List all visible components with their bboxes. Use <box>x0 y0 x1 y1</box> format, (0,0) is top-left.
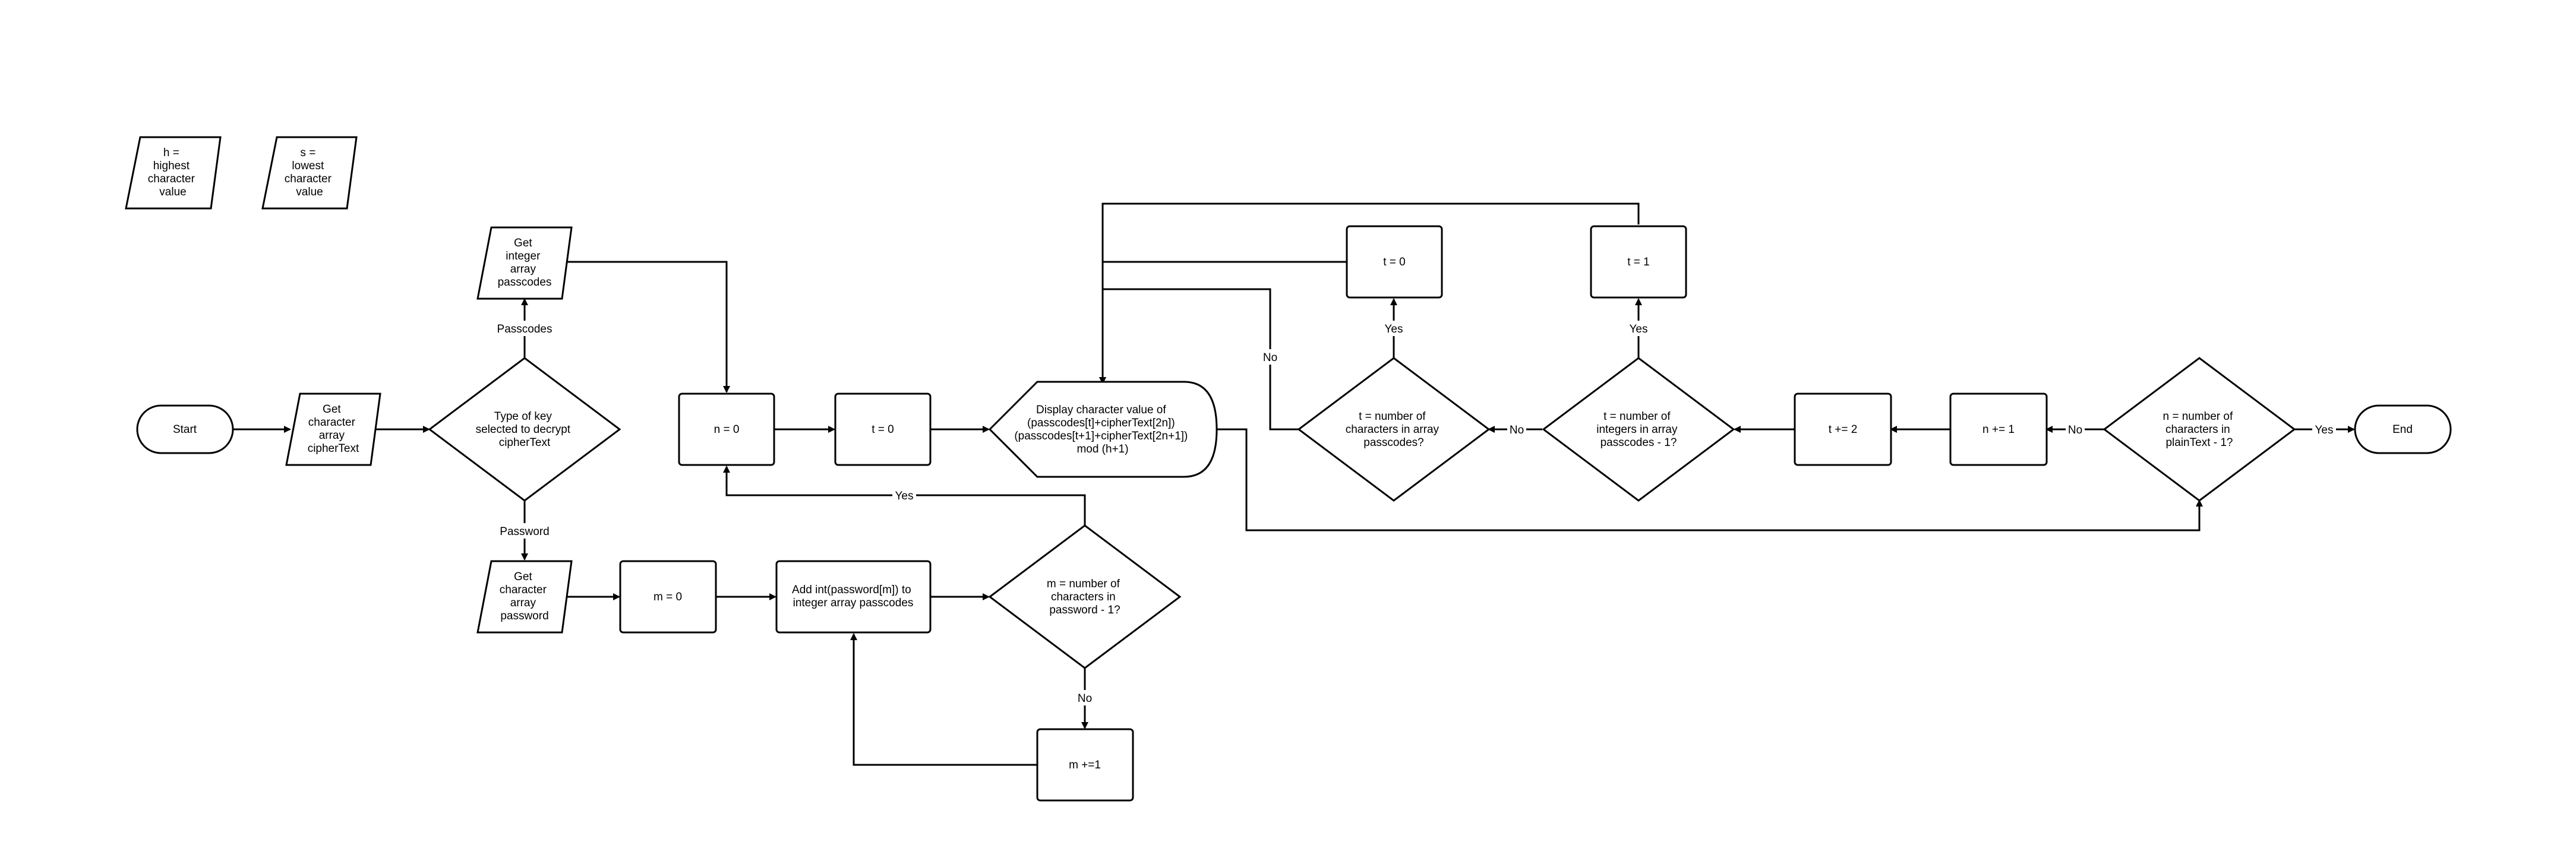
edge-display-to-n-decision <box>1217 428 2203 531</box>
edge-label-no-n-plaintext: No <box>2066 422 2085 437</box>
node-m-password-decision-text: m = number of characters in password - 1… <box>1047 578 1123 616</box>
node-t-one-text: t = 1 <box>1627 256 1650 268</box>
edge-label-no-t-passcodes: No <box>1261 349 1280 365</box>
node-n-zero: n = 0 <box>678 393 775 466</box>
node-h-note-text: h = highest character value <box>148 147 198 198</box>
node-display-text: Display character value of (passcodes[t]… <box>1014 404 1191 455</box>
node-key-type-decision: Type of key selected to decrypt cipherTe… <box>428 357 621 502</box>
edge-label-yes-m-loop-text: Yes <box>895 490 914 502</box>
node-t-plus-two-text: t += 2 <box>1829 423 1858 436</box>
edge-label-no-t-integers-text: No <box>1510 424 1524 436</box>
edge-label-no-t-integers: No <box>1507 422 1526 437</box>
node-get-ciphertext: Get character array cipherText <box>285 393 381 466</box>
node-key-type-decision-text: Type of key selected to decrypt cipherTe… <box>476 410 574 449</box>
node-s-note-text: s = lowest character value <box>285 147 334 198</box>
node-end: End <box>2354 404 2452 454</box>
node-n-zero-text: n = 0 <box>714 423 740 436</box>
edge-label-yes-t-integers: Yes <box>1627 321 1650 336</box>
node-get-password: Get character array password <box>476 560 573 634</box>
node-add-int: Add int(password[m]) to integer array pa… <box>775 560 932 634</box>
node-t-integers-decision: t = number of integers in array passcode… <box>1542 357 1735 502</box>
node-n-plaintext-decision-text: n = number of characters in plainText - … <box>2163 410 2236 449</box>
node-s-note: s = lowest character value <box>261 136 358 210</box>
edge-label-yes-t-passcodes: Yes <box>1382 321 1406 336</box>
edge-label-password: Password <box>496 523 553 539</box>
edge-label-no-t-passcodes-text: No <box>1263 352 1277 364</box>
node-start-text: Start <box>173 423 197 436</box>
node-n-plus-one: n += 1 <box>1949 393 2048 466</box>
node-t-passcodes-decision: t = number of characters in array passco… <box>1297 357 1491 502</box>
node-n-plaintext-decision: n = number of characters in plainText - … <box>2103 357 2296 502</box>
edge-label-yes-n-plaintext-text: Yes <box>2315 424 2334 436</box>
edge-label-passcodes: Passcodes <box>495 321 554 336</box>
node-n-plus-one-text: n += 1 <box>1982 423 2015 436</box>
node-add-int-text: Add int(password[m]) to integer array pa… <box>792 584 914 609</box>
edge-m-plus-one-to-add-int <box>850 633 1037 766</box>
edge-label-no-n-plaintext-text: No <box>2068 424 2082 436</box>
node-m-zero-text: m = 0 <box>654 591 682 603</box>
node-display: Display character value of (passcodes[t]… <box>988 381 1218 478</box>
edge-label-password-text: Password <box>500 526 549 538</box>
node-get-passcodes: Get integer array passcodes <box>476 226 573 300</box>
node-t-zero-b: t = 0 <box>1346 225 1443 299</box>
edge-label-no-m-loop: No <box>1075 690 1094 705</box>
node-t-zero-a-text: t = 0 <box>872 423 894 436</box>
node-t-integers-decision-text: t = number of integers in array passcode… <box>1596 410 1681 449</box>
node-t-zero-b-text: t = 0 <box>1383 256 1406 268</box>
node-get-passcodes-text: Get integer array passcodes <box>498 237 552 289</box>
node-end-text: End <box>2392 423 2413 436</box>
node-t-one: t = 1 <box>1590 225 1687 299</box>
node-t-plus-two: t += 2 <box>1794 393 1892 466</box>
edge-label-no-m-loop-text: No <box>1078 692 1092 705</box>
node-t-zero-a: t = 0 <box>834 393 932 466</box>
node-m-plus-one: m +=1 <box>1036 728 1134 802</box>
edge-label-yes-t-passcodes-text: Yes <box>1385 323 1403 336</box>
node-m-plus-one-text: m +=1 <box>1069 759 1101 771</box>
node-m-password-decision: m = number of characters in password - 1… <box>988 524 1182 669</box>
edge-labels: Passcodes Password Yes No No Yes No Yes <box>495 321 2336 705</box>
edge-t-one-to-display <box>1099 202 1640 384</box>
edge-label-yes-n-plaintext: Yes <box>2312 422 2336 437</box>
node-start: Start <box>136 404 234 454</box>
node-get-ciphertext-text: Get character array cipherText <box>308 403 359 455</box>
node-m-zero: m = 0 <box>619 560 717 634</box>
edge-passcodes-to-n-zero <box>564 261 730 393</box>
nodes: h = highest character value s = lowest c… <box>125 136 2452 802</box>
edge-label-passcodes-text: Passcodes <box>497 323 553 336</box>
edge-label-yes-m-loop: Yes <box>892 488 916 503</box>
edge-t-zero-b-to-display <box>1099 261 1347 384</box>
node-get-password-text: Get character array password <box>500 571 550 622</box>
edge-label-yes-t-integers-text: Yes <box>1630 323 1648 336</box>
node-t-passcodes-decision-text: t = number of characters in array passco… <box>1346 410 1442 449</box>
node-h-note: h = highest character value <box>125 136 222 210</box>
